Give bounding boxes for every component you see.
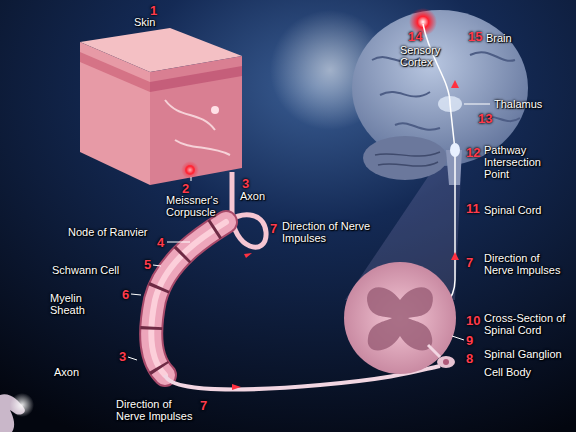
part-label: Meissner's Corpuscle [166, 194, 230, 218]
callout-number: 14 [408, 30, 422, 43]
callout-number: 7 [200, 399, 207, 412]
part-label: Axon [240, 190, 265, 202]
callout-number: 11 [466, 202, 480, 215]
part-label: Pathway Intersection Point [484, 144, 564, 180]
part-label: Axon [54, 366, 79, 378]
callout-number: 4 [157, 236, 164, 249]
callout-number: 7 [466, 256, 473, 269]
part-label: Direction of Nerve Impulses [116, 398, 198, 422]
part-label: Myelin Sheath [50, 292, 100, 316]
part-label: Node of Ranvier [68, 226, 148, 238]
callout-number: 10 [466, 314, 480, 327]
part-label: Spinal Ganglion [484, 348, 562, 360]
part-label: Cell Body [484, 366, 531, 378]
callout-number: 7 [270, 222, 277, 235]
callout-number: 1 [150, 4, 157, 17]
callout-number: 13 [478, 112, 492, 125]
callout-number: 8 [466, 352, 473, 365]
part-label: Skin [134, 16, 155, 28]
part-label: Spinal Cord [484, 204, 541, 216]
callout-number: 9 [466, 334, 473, 347]
part-label: Schwann Cell [52, 264, 119, 276]
part-label: Brain [486, 32, 512, 44]
callout-number: 12 [466, 146, 480, 159]
part-label: Cross-Section of Spinal Cord [484, 312, 572, 336]
part-label: Sensory Cortex [400, 44, 455, 68]
callout-number: 6 [122, 288, 129, 301]
callout-number: 3 [242, 177, 249, 190]
callout-number: 5 [144, 258, 151, 271]
callout-number: 15 [468, 30, 482, 43]
part-label: Direction of Nerve Impulses [484, 252, 570, 276]
part-label: Direction of Nerve Impulses [282, 220, 374, 244]
callout-number: 2 [182, 182, 189, 195]
callout-number: 3 [119, 350, 126, 363]
part-label: Thalamus [494, 98, 542, 110]
